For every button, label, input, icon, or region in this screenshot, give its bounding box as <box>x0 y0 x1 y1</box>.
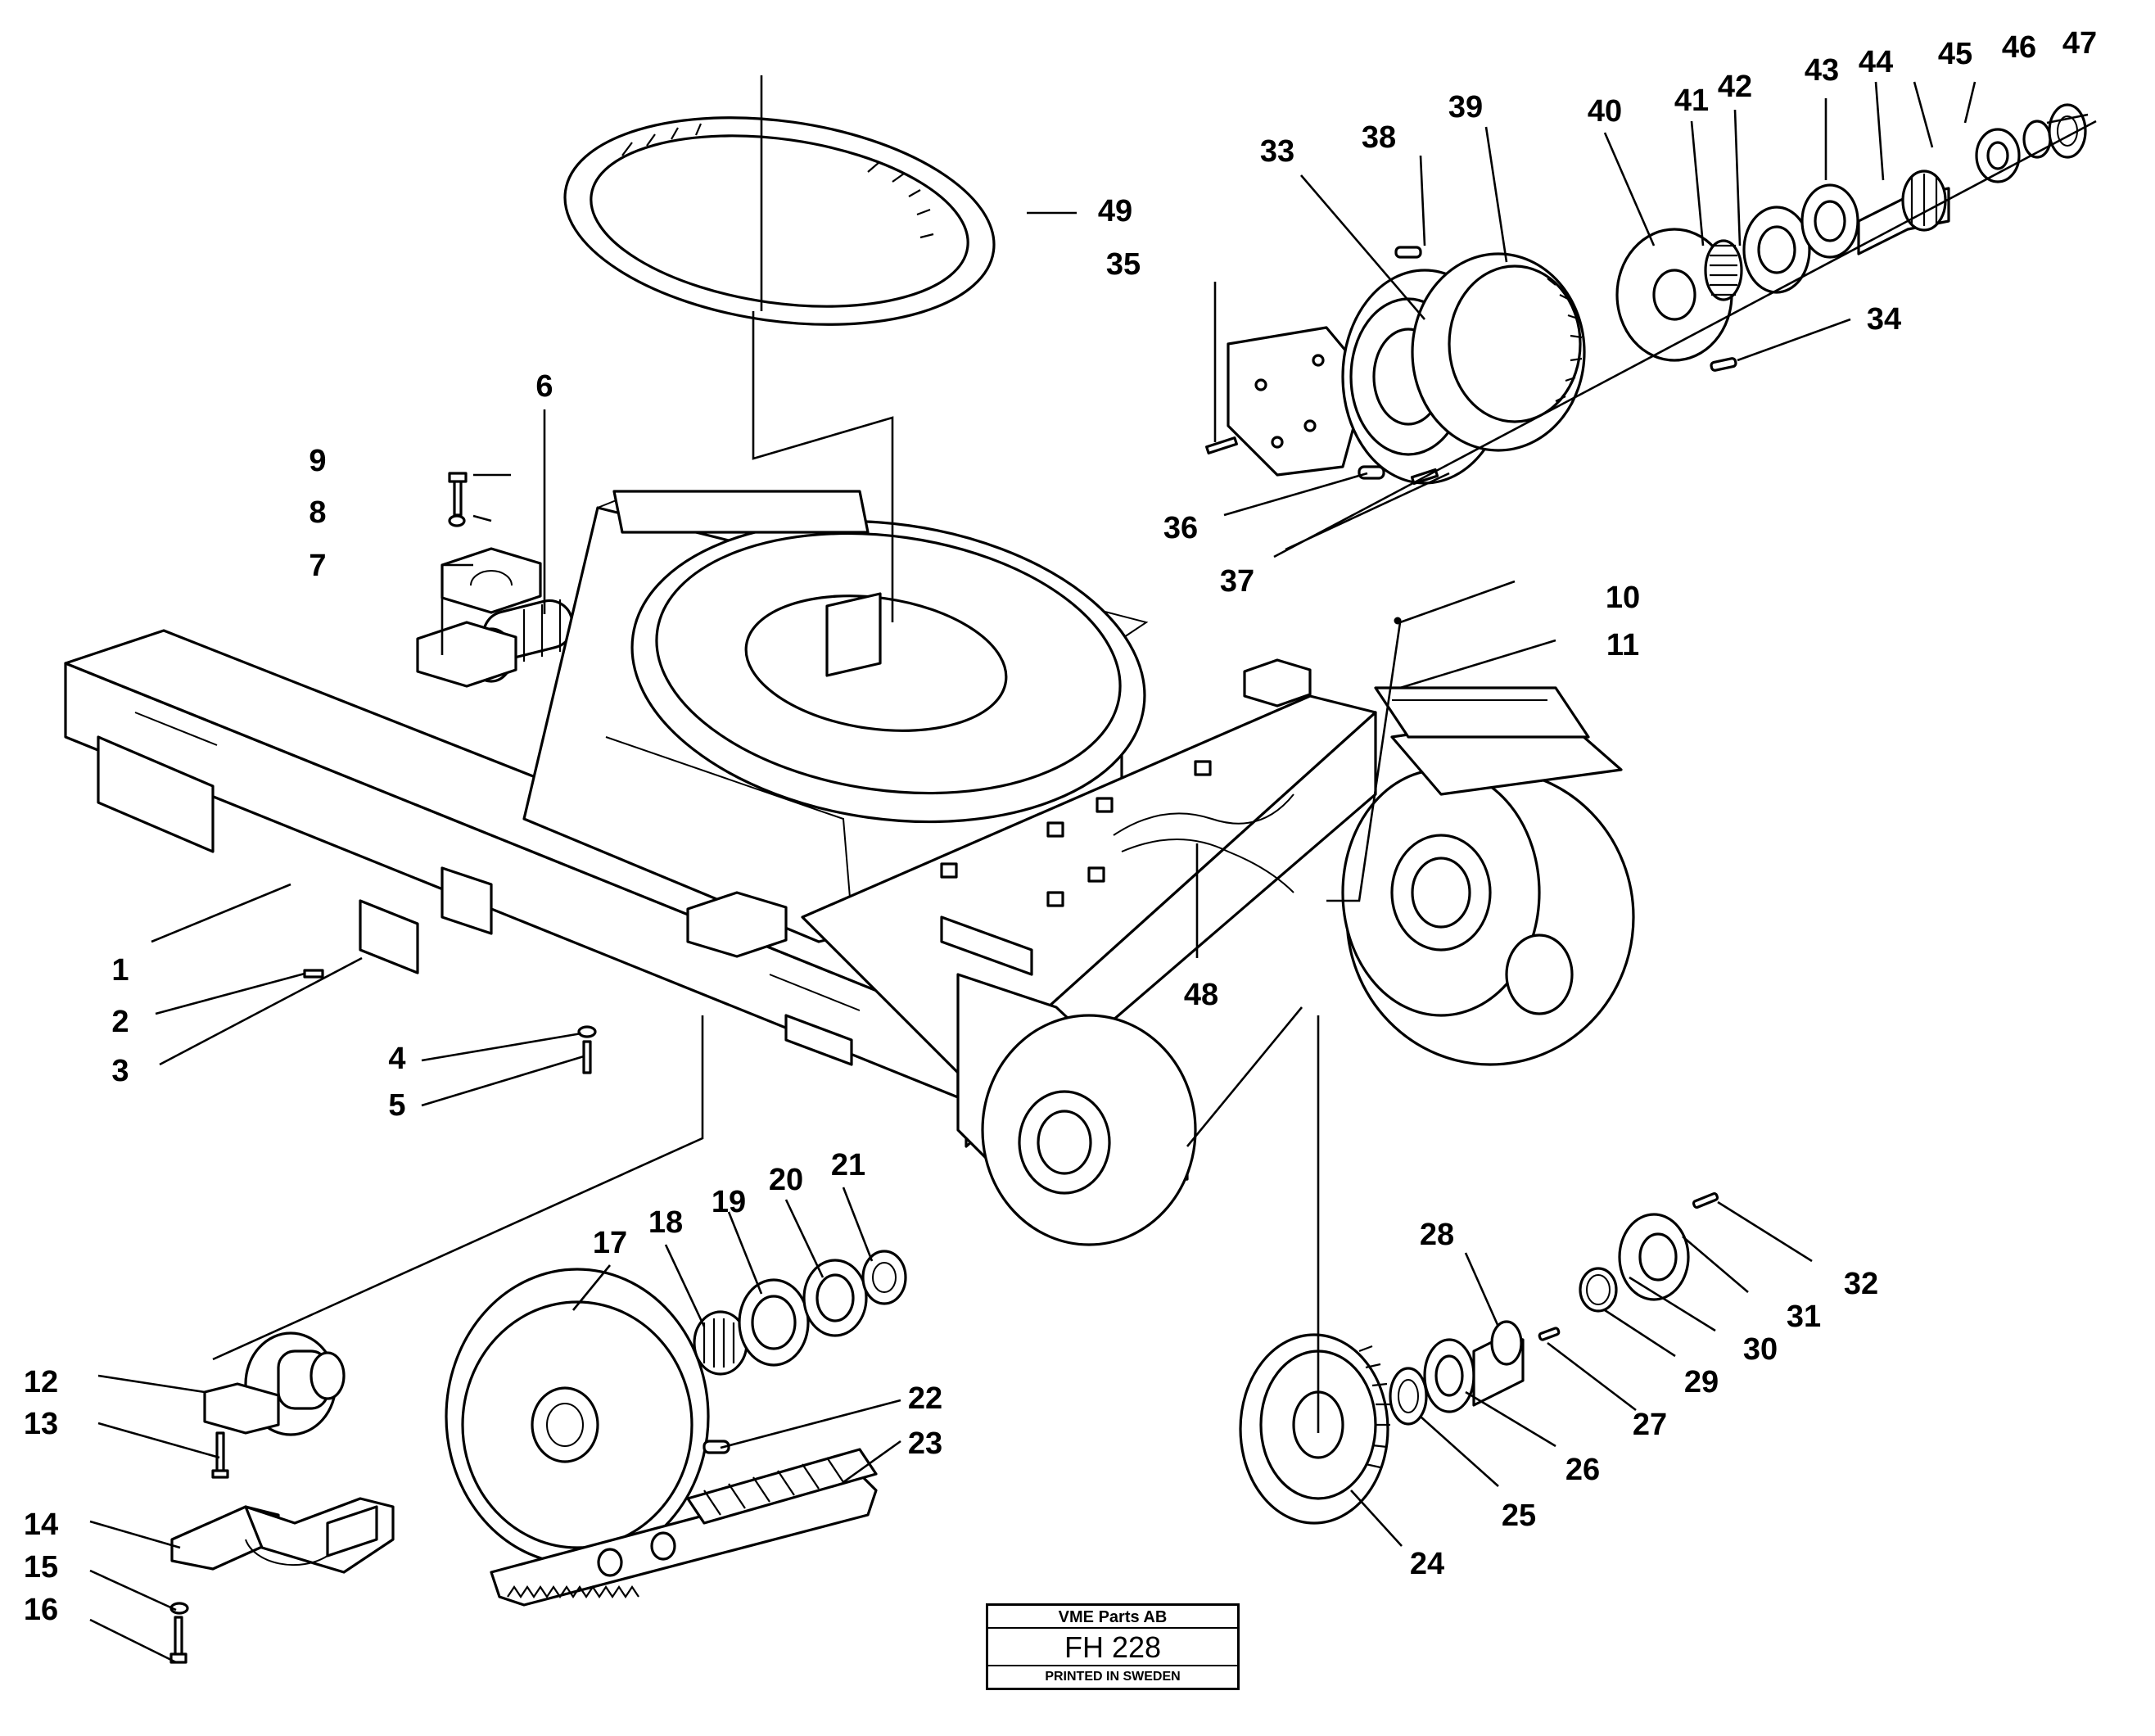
callout-22: 22 <box>908 1381 942 1416</box>
callout-14: 14 <box>24 1508 58 1542</box>
plate-3 <box>359 899 419 974</box>
bearing-43 <box>1800 183 1859 259</box>
callout-7: 7 <box>309 549 326 583</box>
sprocket-disc-40 <box>1615 228 1733 362</box>
callout-28: 28 <box>1420 1218 1454 1252</box>
leader-lines <box>89 75 2097 1664</box>
callout-3: 3 <box>111 1054 129 1088</box>
callout-34: 34 <box>1867 302 1901 337</box>
bolt-36 <box>1358 465 1385 480</box>
cover-plate-11 <box>1374 686 1590 739</box>
callout-42: 42 <box>1718 70 1752 104</box>
callout-49: 49 <box>1098 194 1132 228</box>
callout-12: 12 <box>24 1365 58 1399</box>
callout-10: 10 <box>1606 581 1640 615</box>
callout-8: 8 <box>309 495 326 530</box>
bearing-block-12 <box>203 1382 280 1435</box>
washer-8 <box>448 514 466 527</box>
title-block: VME Parts AB FH 228 PRINTED IN SWEDEN <box>986 1603 1240 1690</box>
track-chain-23 <box>490 1448 878 1607</box>
bolt-35 <box>1205 436 1238 454</box>
callout-2: 2 <box>111 1005 129 1039</box>
callout-36: 36 <box>1163 511 1198 545</box>
callout-13: 13 <box>24 1407 58 1441</box>
cap-47 <box>2048 103 2087 159</box>
bolt-22 <box>703 1440 730 1454</box>
callout-18: 18 <box>648 1205 683 1240</box>
callout-11: 11 <box>1606 628 1639 662</box>
callout-33: 33 <box>1260 134 1294 169</box>
callout-29: 29 <box>1684 1365 1719 1399</box>
bolt-38 <box>1394 246 1422 259</box>
callout-16: 16 <box>24 1593 58 1627</box>
callout-30: 30 <box>1743 1332 1778 1367</box>
bracket-14 <box>170 1497 395 1574</box>
callout-37: 37 <box>1220 564 1254 599</box>
callout-38: 38 <box>1362 120 1396 155</box>
idler-sprocket-17 <box>445 1268 710 1566</box>
callout-9: 9 <box>309 444 326 478</box>
callout-15: 15 <box>24 1550 58 1585</box>
bolt-5 <box>582 1040 592 1074</box>
callout-20: 20 <box>769 1163 803 1197</box>
callout-35: 35 <box>1106 247 1141 282</box>
callout-48: 48 <box>1184 978 1218 1012</box>
ring-21 <box>861 1250 907 1305</box>
gear-41 <box>1704 239 1743 301</box>
callout-24: 24 <box>1410 1547 1444 1581</box>
callout-19: 19 <box>712 1185 746 1219</box>
bearing-cap-7 <box>440 547 542 614</box>
ring-25 <box>1389 1367 1428 1426</box>
callout-23: 23 <box>908 1426 942 1461</box>
bearing-26 <box>1423 1338 1475 1413</box>
washer-4 <box>577 1025 597 1038</box>
gear-hub-39 <box>1411 252 1586 452</box>
drive-cover-35 <box>1227 326 1369 477</box>
drive-sprocket-24 <box>1239 1333 1390 1525</box>
callout-40: 40 <box>1588 94 1622 129</box>
callout-27: 27 <box>1633 1408 1667 1442</box>
undercarriage-frame <box>64 490 1635 1246</box>
screw-27 <box>1538 1327 1561 1341</box>
title-block-code: FH 228 <box>988 1629 1237 1666</box>
callout-4: 4 <box>388 1042 405 1076</box>
callout-1: 1 <box>111 953 129 988</box>
slew-ring-bearing-49 <box>563 116 996 326</box>
callout-25: 25 <box>1502 1499 1536 1533</box>
ring-42 <box>1742 206 1811 294</box>
callout-41: 41 <box>1674 84 1709 118</box>
shaft-sleeve-28 <box>1472 1320 1525 1407</box>
callout-26: 26 <box>1565 1453 1600 1487</box>
seal-ring-29 <box>1579 1267 1618 1313</box>
callout-45: 45 <box>1938 37 1972 71</box>
callout-46: 46 <box>2002 30 2036 65</box>
callout-6: 6 <box>535 369 553 404</box>
screw-2 <box>303 969 324 979</box>
bolt-16 <box>169 1616 187 1664</box>
callout-32: 32 <box>1844 1267 1878 1301</box>
title-block-printed: PRINTED IN SWEDEN <box>1045 1670 1181 1684</box>
callout-labels: 1 2 3 4 5 6 7 8 9 10 11 12 13 14 15 16 1… <box>24 26 2097 1627</box>
bolt-34 <box>1710 357 1737 372</box>
title-block-company: VME Parts AB <box>988 1606 1237 1629</box>
bolt-13 <box>211 1431 229 1479</box>
callout-43: 43 <box>1805 53 1839 88</box>
callout-47: 47 <box>2062 26 2097 61</box>
callout-39: 39 <box>1448 90 1483 124</box>
end-cap-31 <box>1618 1213 1690 1301</box>
callout-5: 5 <box>388 1088 405 1123</box>
bearing-19 <box>738 1278 810 1367</box>
pinion-shaft-44 <box>1857 170 1950 255</box>
bearing-20 <box>802 1259 868 1337</box>
callout-44: 44 <box>1859 45 1893 79</box>
bolt-9 <box>448 472 468 517</box>
bolt-32 <box>1692 1191 1719 1209</box>
callout-31: 31 <box>1787 1300 1821 1334</box>
callout-21: 21 <box>831 1148 865 1182</box>
callout-17: 17 <box>593 1226 627 1260</box>
